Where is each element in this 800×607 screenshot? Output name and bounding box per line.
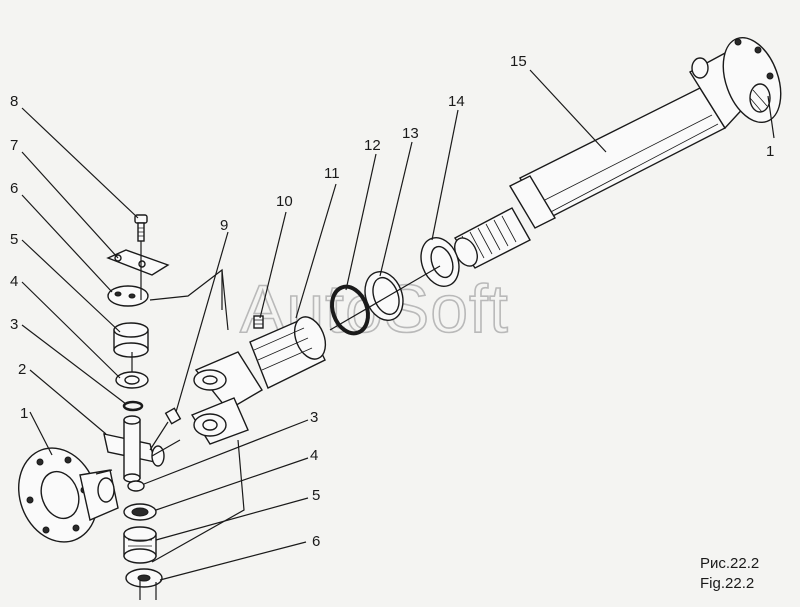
callout-10: 10 [276,193,293,210]
callout-4-lower: 4 [310,447,318,464]
part-6-cap-plate-upper [107,285,149,307]
callout-5: 5 [10,231,18,248]
part-14-washer [420,237,460,287]
part-4-seal-upper [115,371,149,389]
callout-15: 15 [510,53,527,70]
part-10-grease-fitting [253,315,264,329]
callout-5-lower: 5 [312,487,320,504]
callout-1-left: 1 [20,405,28,422]
callouts: 8 7 6 5 4 3 2 1 9 10 11 12 13 [10,53,775,581]
callout-3: 3 [10,316,18,333]
figure-caption-ru: Рис.22.2 [700,555,759,572]
part-9-grease-fitting [164,407,182,425]
callout-2: 2 [18,361,26,378]
part-11-sliding-yoke [190,316,327,445]
part-8-bolt [134,214,148,242]
right-yoke-flange [689,37,782,130]
propeller-shaft-tube [453,87,726,269]
callout-11: 11 [324,165,340,182]
callout-9: 9 [220,217,228,234]
callout-6-lower: 6 [312,533,320,550]
part-5-bearing-cup-upper [113,322,149,358]
part-6-cap-plate-lower [125,568,163,588]
callout-7: 7 [10,137,18,154]
callout-8: 8 [10,93,18,110]
part-5-bearing-cup-lower [123,526,157,564]
part-3-ring-upper [122,400,144,412]
callout-4: 4 [10,273,18,290]
part-4-seal-lower [123,503,157,521]
part-3-ring-lower [127,480,145,492]
callout-13: 13 [402,125,419,142]
part-7-lock-plate [106,249,170,276]
callout-14: 14 [448,93,465,110]
callout-12: 12 [364,137,381,154]
part-2-cross-spider [103,415,165,483]
figure-caption-en: Fig.22.2 [700,575,754,592]
part-12-seal [330,284,370,336]
callout-6: 6 [10,180,18,197]
callout-3-lower: 3 [310,409,318,426]
part-1-flange-left [17,447,119,543]
assembly-axis-lines [95,241,441,600]
callout-1-right: 1 [766,143,774,160]
